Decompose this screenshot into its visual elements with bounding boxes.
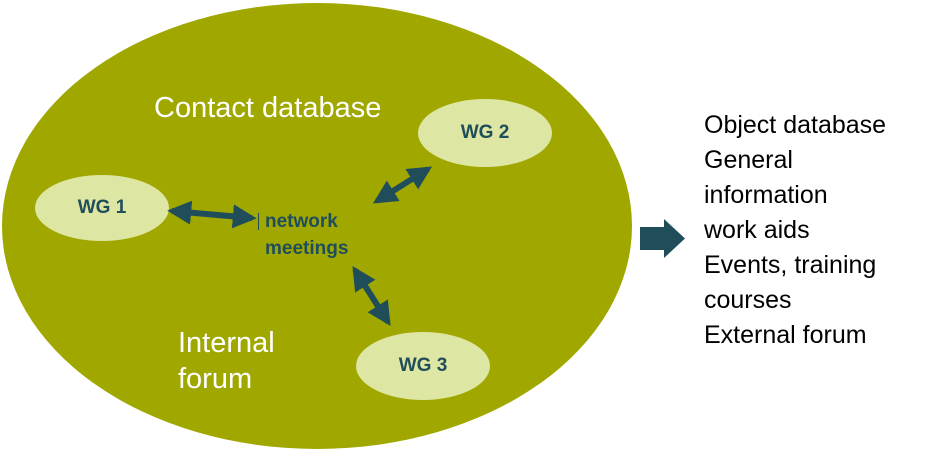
list-item: information: [704, 181, 828, 209]
text-cursor: [258, 213, 259, 230]
list-item: General: [704, 146, 793, 174]
contact-database-label: Contact database: [154, 92, 382, 124]
wg3-node: [356, 332, 490, 400]
arrow-wg1-network: [167, 200, 257, 229]
meetings-line: meetings: [265, 238, 349, 259]
network-meetings-label: network meetings: [265, 208, 348, 262]
network-line: network: [265, 211, 338, 232]
list-item: work aids: [704, 216, 810, 244]
list-item: Events, training: [704, 251, 877, 279]
outputs-list: Object database General information work…: [704, 108, 886, 353]
wg1-label: WG 1: [77, 197, 127, 218]
list-item: Object database: [704, 111, 887, 139]
wg3-label: WG 3: [398, 355, 448, 376]
arrow-network-wg3: [352, 265, 391, 327]
arrow-wg2-network: [372, 166, 433, 204]
list-item: External forum: [704, 321, 867, 349]
right-arrow-icon: [640, 219, 685, 258]
internal-forum-label: Internal forum: [178, 327, 275, 395]
wg2-label: WG 2: [460, 122, 510, 143]
list-item: courses: [704, 286, 792, 314]
wg1-node: [35, 175, 169, 241]
wg2-node: [418, 99, 552, 167]
